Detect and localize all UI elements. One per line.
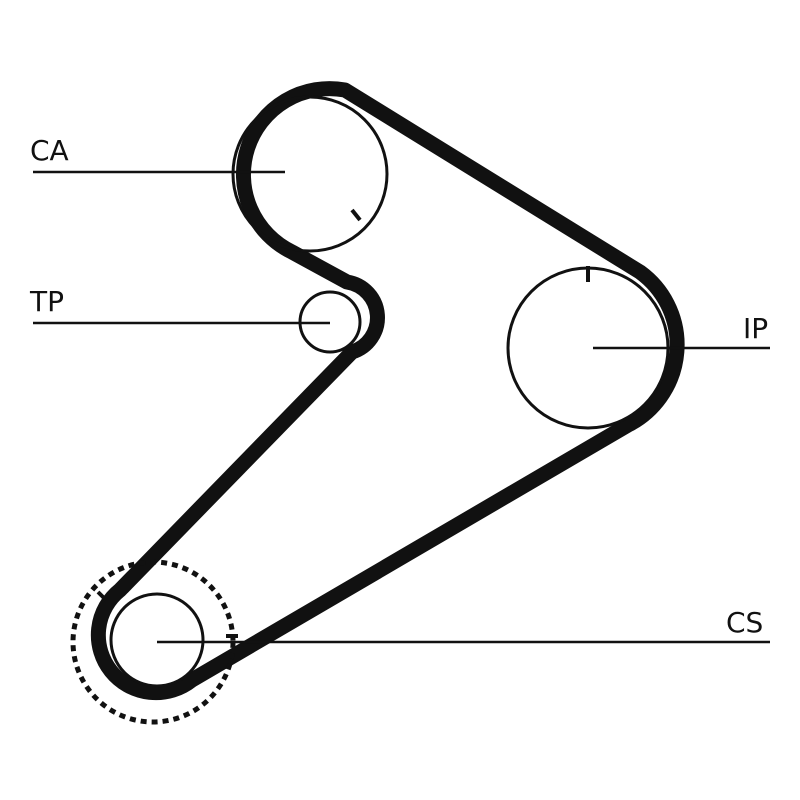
label-ca: CA bbox=[30, 134, 69, 167]
label-cs: CS bbox=[726, 606, 763, 639]
camshaft-timing-mark bbox=[350, 208, 362, 222]
label-tp: TP bbox=[29, 285, 64, 318]
crankshaft-pulley bbox=[109, 592, 205, 688]
label-ip: IP bbox=[743, 312, 768, 345]
camshaft-pulley bbox=[231, 95, 389, 253]
crankshaft-timing-mark-left bbox=[96, 590, 108, 602]
timing-belt bbox=[90, 81, 685, 701]
